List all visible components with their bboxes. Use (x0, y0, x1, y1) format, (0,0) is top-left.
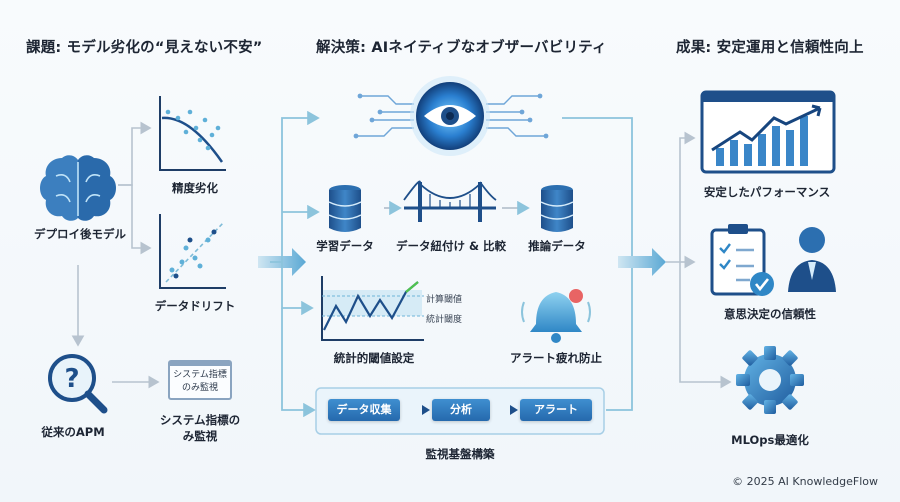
magnifier-question-icon: ? (48, 354, 108, 414)
performance-monitor-icon (700, 90, 836, 174)
threshold-chart-icon (321, 276, 424, 341)
label-training-data: 学習データ (316, 239, 374, 253)
circuit-nodes (353, 93, 549, 139)
svg-text:?: ? (64, 364, 79, 394)
header-solution: 解決策: AIネイティブなオブザーバビリティ (316, 40, 607, 56)
label-platform: 監視基盤構築 (425, 447, 495, 461)
label-data-drift: データドリフト (154, 299, 236, 313)
label-alert-fatigue: アラート疲れ防止 (510, 351, 602, 365)
label-threshold-calc: 計算閾値 (426, 295, 463, 305)
accuracy-chart-icon (159, 96, 226, 171)
eye-icon (410, 76, 490, 156)
footer-copyright: © 2025 AI KnowledgeFlow (732, 475, 878, 488)
label-decision-trust: 意思決定の信頼性 (724, 307, 816, 321)
system-metrics-box: システム指標のみ監視 (168, 360, 232, 400)
checklist-icon (710, 224, 774, 296)
label-data-linking: データ紐付け & 比較 (395, 239, 507, 253)
problem-connectors (71, 121, 160, 389)
pipeline-step-alert: アラート (520, 399, 592, 421)
label-system-metrics-line2: み監視 (182, 429, 218, 443)
pipeline-step-analyze: 分析 (432, 399, 490, 421)
drift-chart-icon (159, 214, 226, 289)
bridge-icon (403, 180, 497, 222)
bell-icon (521, 289, 591, 343)
label-system-metrics-line1: システム指標の (159, 413, 241, 427)
inference-database-icon (540, 185, 574, 232)
brain-icon (40, 155, 116, 221)
label-traditional-apm: 従来のAPM (41, 425, 105, 439)
label-mlops-optimization: MLOps最適化 (731, 433, 809, 447)
pipeline-step-collect: データ収集 (328, 399, 400, 421)
training-database-icon (328, 185, 362, 232)
result-connectors (666, 131, 732, 389)
gear-icon (736, 346, 804, 414)
label-deployed-model: デプロイ後モデル (34, 227, 126, 241)
flow-arrow-solution-result (618, 248, 666, 276)
label-threshold-setting: 統計的閾値設定 (333, 351, 415, 365)
pipeline-arrows (404, 405, 518, 415)
business-person-icon (788, 227, 836, 292)
circuit-traces (356, 95, 546, 137)
label-stable-performance: 安定したパフォーマンス (703, 185, 831, 199)
label-accuracy-drop: 精度劣化 (172, 181, 218, 195)
solution-connectors (270, 110, 633, 418)
header-result: 成果: 安定運用と信頼性向上 (676, 40, 864, 56)
label-threshold-stat: 統計閾度 (426, 315, 463, 325)
header-problem: 課題: モデル劣化の“見えない不安” (26, 40, 263, 56)
label-inference-data: 推論データ (528, 239, 586, 253)
